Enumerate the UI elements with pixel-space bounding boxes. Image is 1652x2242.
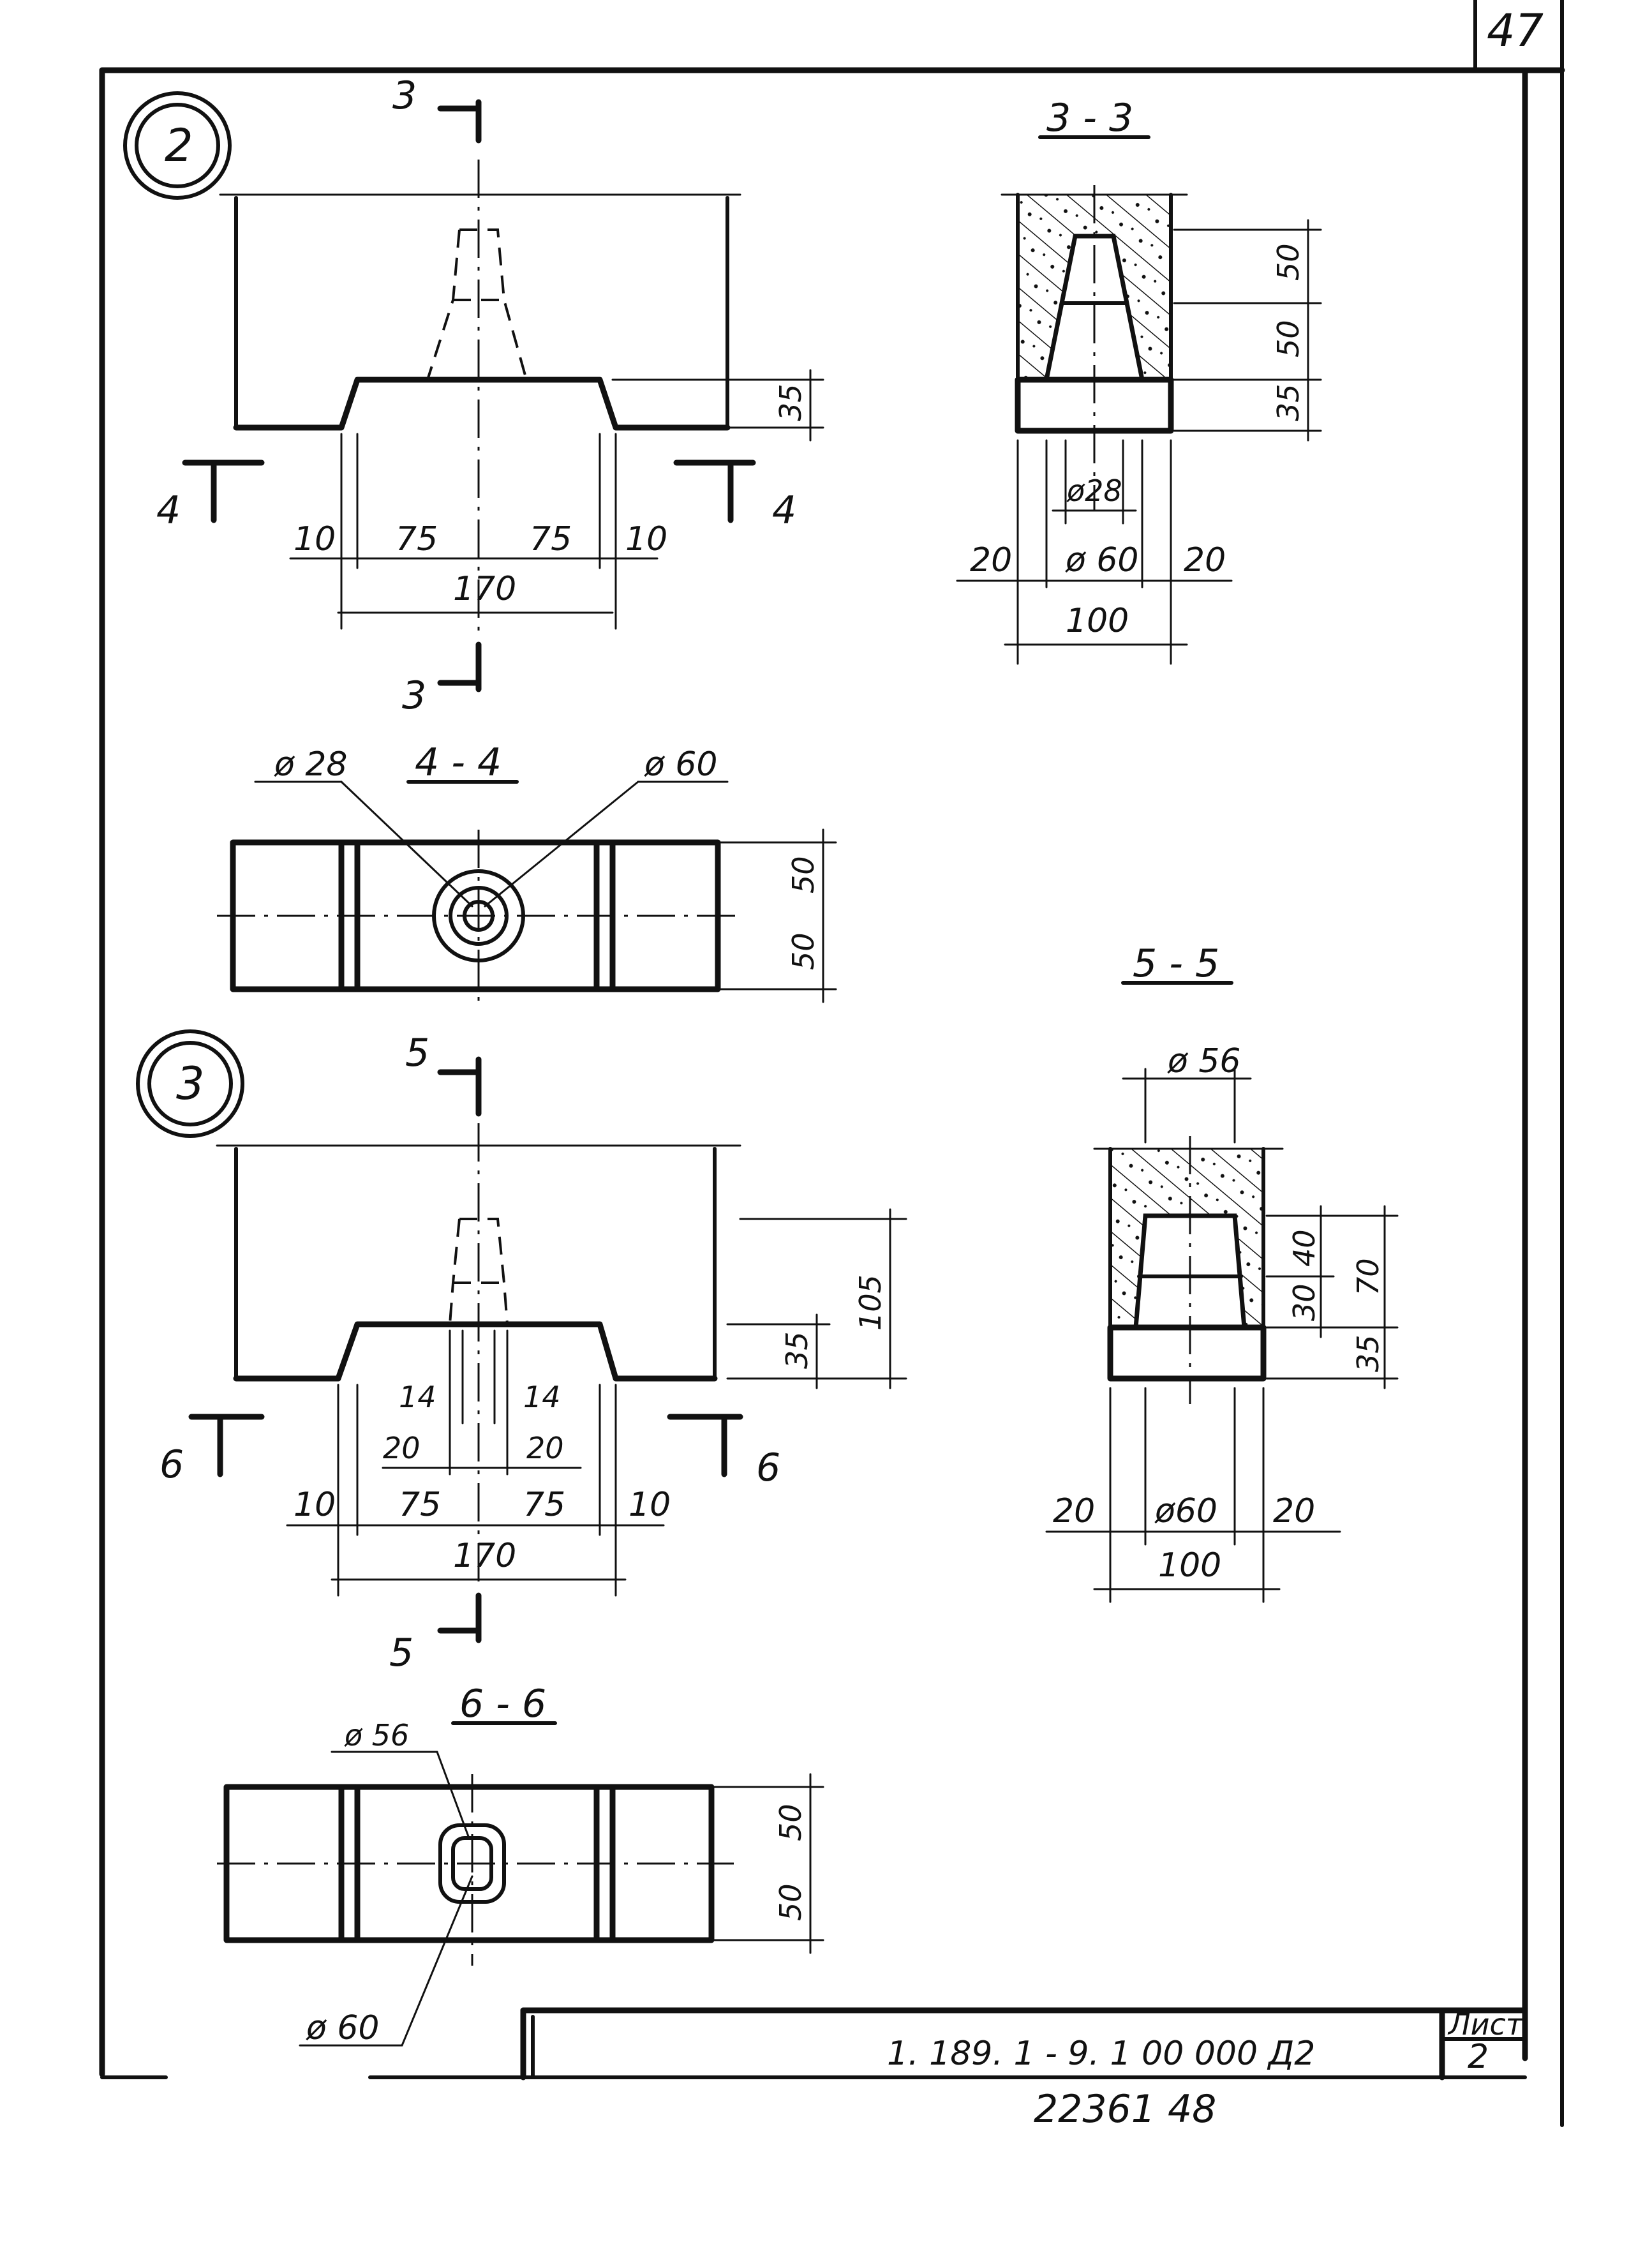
dia-4-4-28: ø 28 [274, 745, 348, 784]
dim-3-3-20-left: 20 [970, 541, 1012, 579]
dim-3-14-right: 14 [523, 1380, 561, 1414]
dim-4-4-50-top: 50 [786, 856, 821, 893]
dim-3-3-100: 100 [1066, 602, 1129, 640]
dim-2-height-35: 35 [773, 384, 808, 421]
dim-5-5-20-left: 20 [1053, 1492, 1095, 1530]
dim-2-right-10: 10 [625, 520, 667, 558]
document-code: 1. 189. 1 - 9. 1 00 000 Д2 [887, 2035, 1315, 2073]
detail-2-elevation: 2 3 3 4 4 10 75 75 10 17 [123, 73, 824, 718]
dim-4-4-50-bottom: 50 [786, 932, 821, 970]
dia-4-4-60: ø 60 [644, 745, 718, 784]
dim-5-5-35: 35 [1351, 1334, 1385, 1372]
dim-6-6-50-top: 50 [773, 1804, 808, 1841]
section-4-left-label: 4 [156, 488, 181, 533]
dim-5-5-30: 30 [1287, 1283, 1321, 1321]
dia-3-3-60: ø 60 [1065, 541, 1139, 579]
detail-3-marker: 3 [176, 1057, 205, 1110]
footer-number: 22361 48 [1034, 2087, 1216, 2132]
dim-3-3-35: 35 [1271, 384, 1306, 421]
dim-6-6-50-bottom: 50 [773, 1883, 808, 1921]
dim-2-left-75: 75 [396, 520, 438, 558]
dim-3-right-10: 10 [629, 1486, 671, 1524]
section-6-right-label: 6 [756, 1446, 780, 1490]
dim-3-105: 105 [853, 1274, 888, 1331]
section-6-6: 6 - 6 ø 56 50 50 ø 60 [217, 1682, 824, 2047]
detail-2-marker: 2 [165, 119, 193, 172]
title-block: Лист 2 1. 189. 1 - 9. 1 00 000 Д2 [520, 2007, 1528, 2081]
dim-5-5-40: 40 [1287, 1229, 1321, 1267]
dia-5-5-56: ø 56 [1167, 1042, 1241, 1080]
dim-3-14-left: 14 [399, 1380, 436, 1414]
dim-3-20-right: 20 [526, 1431, 564, 1465]
section-6-left-label: 6 [160, 1442, 184, 1487]
dim-2-total-170: 170 [453, 570, 516, 608]
section-5-top-label: 5 [405, 1031, 429, 1075]
dia-3-3-28: ø28 [1066, 474, 1122, 508]
dim-3-35: 35 [780, 1331, 814, 1369]
dia-5-5-60: ø60 [1154, 1492, 1217, 1530]
section-3-3: 3 - 3 50 50 35 ø28 20 ø 60 20 100 [956, 96, 1322, 665]
section-3-top-label: 3 [392, 73, 417, 118]
dim-3-left-75: 75 [399, 1486, 441, 1524]
dim-2-left-10: 10 [294, 520, 336, 558]
dim-3-3-20-right: 20 [1184, 541, 1226, 579]
dim-5-5-70: 70 [1351, 1258, 1385, 1296]
section-3-bottom-label: 3 [402, 673, 426, 718]
section-5-bottom-label: 5 [389, 1631, 413, 1675]
section-3-3-title: 3 - 3 [1046, 96, 1133, 140]
dim-5-5-20-right: 20 [1273, 1492, 1315, 1530]
dim-2-right-75: 75 [530, 520, 572, 558]
section-6-6-title: 6 - 6 [459, 1682, 546, 1726]
dim-3-total-170: 170 [453, 1537, 516, 1575]
detail-3-elevation: 3 5 5 6 6 14 14 20 20 [136, 1029, 907, 1675]
dim-3-3-50-top: 50 [1271, 243, 1306, 281]
dim-5-5-100: 100 [1158, 1546, 1221, 1585]
dia-6-6-60: ø 60 [306, 2009, 380, 2047]
dim-3-3-50-mid: 50 [1271, 320, 1306, 357]
section-5-5-title: 5 - 5 [1133, 941, 1219, 986]
dim-3-left-10: 10 [294, 1486, 336, 1524]
dim-3-right-75: 75 [523, 1486, 565, 1524]
dim-3-20-left: 20 [383, 1431, 420, 1465]
section-5-5: 5 - 5 ø 56 40 30 70 35 20 ø60 20 100 [1045, 941, 1399, 1603]
section-4-right-label: 4 [772, 488, 796, 533]
section-4-4-title: 4 - 4 [415, 740, 502, 785]
sheet-label: Лист [1447, 2007, 1524, 2042]
sheet-number: 2 [1468, 2038, 1489, 2076]
section-4-4: 4 - 4 ø 28 ø 60 50 50 [217, 740, 837, 1008]
dia-6-6-56: ø 56 [344, 1718, 409, 1752]
sheet-frame [99, 0, 1565, 2127]
page-number: 47 [1487, 4, 1544, 57]
